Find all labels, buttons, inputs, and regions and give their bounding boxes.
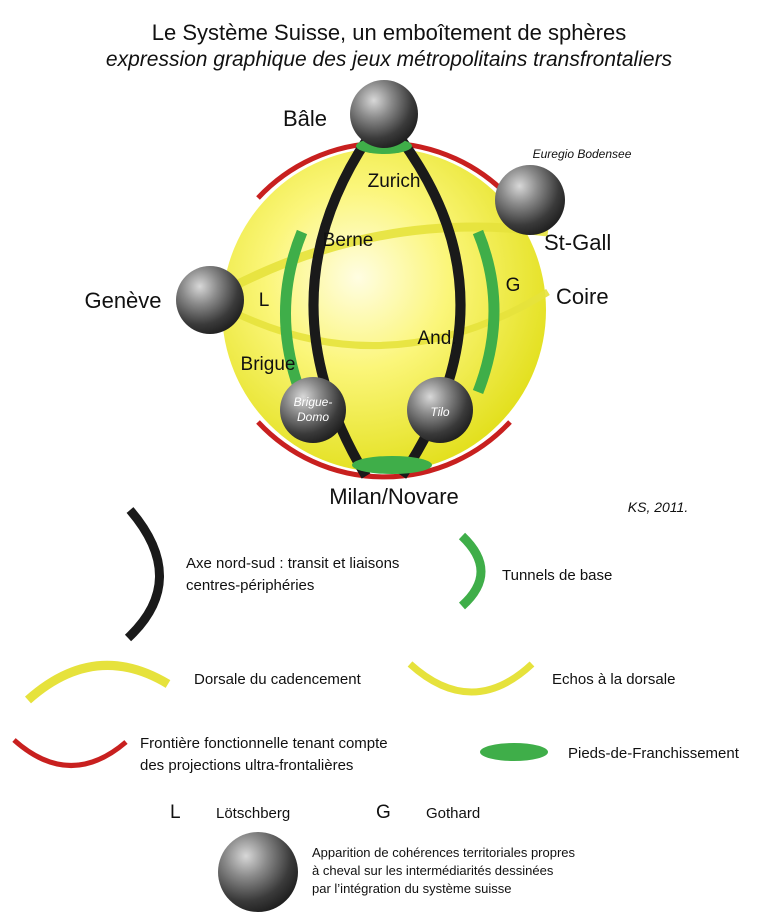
legend-axis-swatch: [124, 507, 164, 642]
legend-pieds-swatch: [480, 743, 548, 761]
label-l-marker: L: [259, 290, 270, 311]
label-bale: Bâle: [283, 106, 327, 131]
label-berne: Berne: [323, 230, 374, 251]
legend: Axe nord-sud : transit et liaisons centr…: [12, 507, 740, 912]
legend-l-key: L: [170, 802, 181, 823]
legend-echos-label: Echos à la dorsale: [552, 671, 675, 688]
label-milan: Milan/Novare: [329, 484, 459, 509]
legend-tunnels-label: Tunnels de base: [502, 567, 612, 584]
legend-axis-label-1: Axe nord-sud : transit et liaisons: [186, 555, 399, 572]
echo-band: [208, 289, 550, 349]
node-brigue-domo: [280, 377, 346, 443]
legend-axis-label-2: centres-périphéries: [186, 577, 314, 594]
legend-sphere-swatch: [218, 832, 298, 912]
legend-dorsale-swatch: [24, 661, 171, 704]
legend-echos-swatch: [407, 661, 535, 696]
node-stgall: [495, 165, 565, 235]
node-tilo: [407, 377, 473, 443]
legend-frontier-label-1: Frontière fonctionnelle tenant compte: [140, 735, 388, 752]
tunnel-arc-lotschberg: [280, 229, 308, 394]
label-coire: Coire: [556, 284, 609, 309]
label-g-marker: G: [506, 275, 521, 296]
diagram-title: Le Système Suisse, un emboîtement de sph…: [152, 20, 626, 45]
label-zurich: Zurich: [368, 171, 421, 192]
legend-spheres-label-1: Apparition de cohérences territoriales p…: [312, 845, 576, 860]
legend-frontier-label-2: des projections ultra-frontalières: [140, 757, 353, 774]
node-bale: [350, 80, 418, 148]
credit: KS, 2011.: [628, 499, 688, 515]
node-geneve: [176, 266, 244, 334]
legend-dorsale-label: Dorsale du cadencement: [194, 671, 362, 688]
legend-spheres-label-3: par l’intégration du système suisse: [312, 881, 511, 896]
legend-l-label: Lötschberg: [216, 805, 290, 822]
label-stgall: St-Gall: [544, 230, 611, 255]
label-euregio: Euregio Bodensee: [533, 147, 632, 161]
legend-g-key: G: [376, 802, 391, 823]
frontier-arc-bottom: [256, 420, 512, 480]
label-geneve: Genève: [84, 288, 161, 313]
axis-west: [308, 135, 373, 479]
label-tilo: Tilo: [430, 405, 450, 419]
legend-frontier-swatch: [12, 738, 128, 768]
legend-g-label: Gothard: [426, 805, 480, 822]
legend-tunnel-swatch: [458, 532, 486, 610]
dorsale-band: [205, 222, 549, 304]
legend-pieds-label: Pieds-de-Franchissement: [568, 745, 740, 762]
label-brigue-domo-1: Brigue-: [294, 395, 333, 409]
tunnel-arc-gothard: [472, 229, 500, 394]
label-brigue: Brigue: [241, 354, 296, 375]
diagram-subtitle: expression graphique des jeux métropolit…: [106, 48, 673, 71]
label-brigue-domo-2: Domo: [297, 410, 329, 424]
label-andermatt: And.: [417, 328, 456, 349]
pied-south: [352, 456, 432, 474]
legend-spheres-label-2: à cheval sur les intermédiarités dessiné…: [312, 863, 554, 878]
